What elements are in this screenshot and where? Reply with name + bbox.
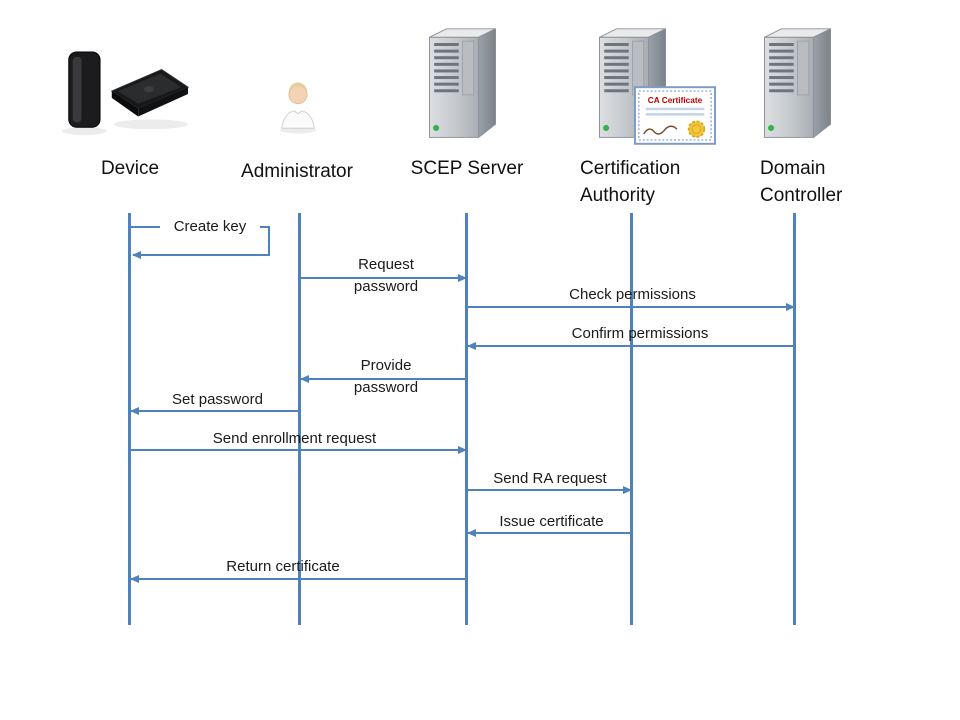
message-create-key-loop-side (268, 226, 270, 256)
domain-controller-server-icon (755, 26, 840, 144)
message-arrow-return-certificate (130, 575, 466, 583)
actor-label-administrator: Administrator (241, 161, 353, 182)
lifeline-domain-controller (793, 213, 796, 625)
message-arrow-issue-certificate (467, 529, 631, 537)
message-label-create-key: Create key (160, 216, 260, 238)
message-label-request-password: Request password (353, 256, 419, 295)
message-arrow-request-password (301, 274, 467, 282)
message-label-check-permissions: Check permissions (569, 286, 696, 303)
message-arrow-confirm-permissions (467, 342, 794, 350)
lifeline-certification-authority (630, 213, 633, 625)
signature-squiggle (643, 125, 678, 135)
ca-card-title: CA Certificate (648, 95, 703, 105)
message-label-confirm-permissions: Confirm permissions (571, 325, 709, 342)
actor-label-device: Device (100, 158, 160, 179)
message-label-send-enrollment-request: Send enrollment request (212, 430, 377, 447)
ca-certificate-card-icon: CA Certificate (634, 86, 716, 145)
actor-label-certification-authority: Certification Authority (580, 158, 681, 206)
scep-server-icon (420, 26, 505, 144)
device-icon (58, 48, 190, 141)
message-arrow-provide-password (300, 375, 466, 383)
message-arrow-send-ra-request (468, 486, 632, 494)
message-arrow-send-enrollment-request (131, 446, 467, 454)
message-arrow-check-permissions (468, 303, 795, 311)
lifeline-device (128, 213, 131, 625)
message-label-issue-certificate: Issue certificate (499, 513, 604, 530)
lifeline-scep-server (465, 213, 468, 625)
actor-label-domain-controller: Domain Controller (760, 158, 843, 206)
message-create-key-loop-return (132, 251, 270, 259)
administrator-icon (274, 82, 322, 134)
message-arrow-set-password (130, 407, 299, 415)
actor-label-scep-server: SCEP Server (410, 158, 524, 179)
message-label-send-ra-request: Send RA request (493, 470, 607, 487)
message-label-set-password: Set password (172, 391, 263, 408)
message-label-return-certificate: Return certificate (226, 558, 340, 575)
lifeline-administrator (298, 213, 301, 625)
message-label-provide-password: Provide password (353, 357, 419, 396)
